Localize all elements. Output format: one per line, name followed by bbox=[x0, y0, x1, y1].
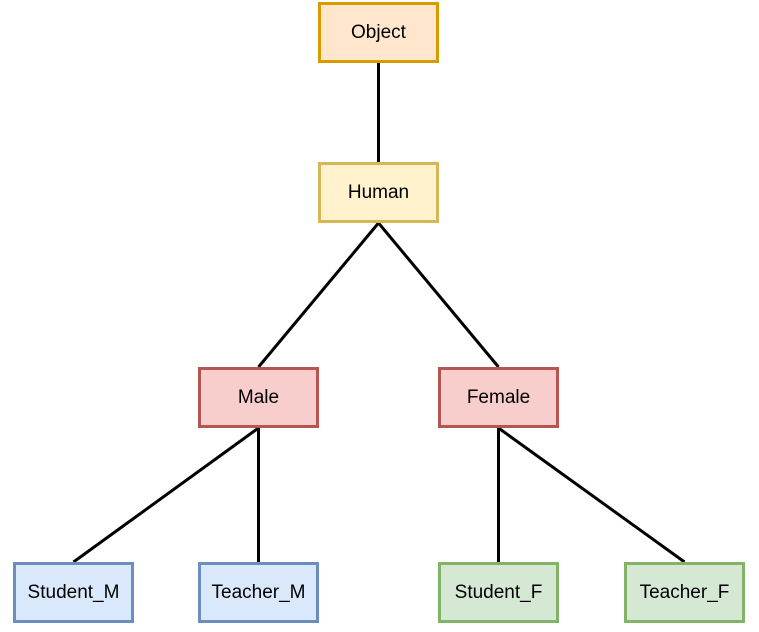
edge-human-male bbox=[257, 222, 380, 368]
node-human[interactable]: Human bbox=[318, 162, 439, 223]
node-teacher-f[interactable]: Teacher_F bbox=[624, 562, 745, 623]
edge-male-student-m bbox=[72, 426, 260, 564]
node-male[interactable]: Male bbox=[198, 367, 319, 428]
node-female[interactable]: Female bbox=[438, 367, 559, 428]
node-student-m[interactable]: Student_M bbox=[13, 562, 134, 623]
edge-human-female bbox=[377, 222, 500, 368]
edge-female-teacher-f bbox=[497, 426, 686, 564]
node-teacher-m[interactable]: Teacher_M bbox=[198, 562, 319, 623]
node-student-f[interactable]: Student_F bbox=[438, 562, 559, 623]
node-object[interactable]: Object bbox=[318, 2, 439, 63]
